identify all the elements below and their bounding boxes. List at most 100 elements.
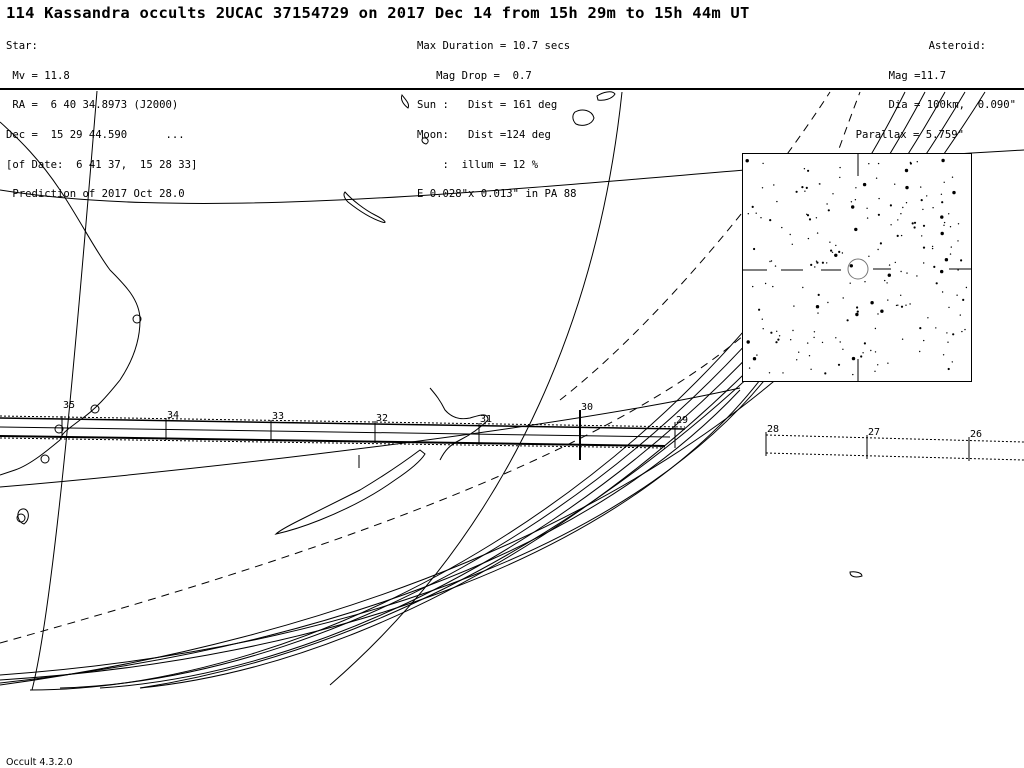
event-info-line: Sun : Dist = 161 deg [417, 99, 558, 112]
field-star [791, 243, 793, 245]
field-star [805, 186, 808, 189]
path-south [0, 435, 666, 447]
island [401, 94, 409, 109]
field-star [768, 372, 771, 374]
field-star [863, 342, 866, 345]
site-marker [132, 314, 142, 324]
field-stars [745, 158, 968, 376]
field-star [762, 162, 764, 165]
field-star [855, 187, 857, 189]
asteroid-info-line: Parallax = 5.759" [855, 128, 964, 141]
field-star [761, 318, 763, 320]
field-star [815, 260, 818, 262]
field-star [901, 338, 904, 340]
header-divider [0, 88, 1024, 90]
field-star [922, 208, 924, 211]
field-star [943, 224, 945, 226]
island [572, 109, 595, 126]
field-star [855, 312, 859, 317]
field-star [890, 224, 892, 226]
field-star [824, 372, 827, 375]
field-star [932, 207, 934, 209]
field-star [943, 181, 945, 183]
field-star [856, 310, 859, 313]
field-star [887, 362, 889, 364]
field-star [900, 294, 902, 296]
site-marker [40, 454, 50, 464]
field-star [762, 328, 764, 330]
field-star [802, 286, 804, 289]
field-star [880, 309, 884, 313]
field-star [951, 176, 954, 178]
field-star [815, 305, 820, 309]
field-star [862, 352, 864, 354]
event-info-line: : illum = 12 % [417, 158, 539, 171]
field-star [856, 306, 859, 309]
field-star [810, 263, 813, 266]
field-star [940, 193, 943, 195]
field-star [776, 330, 778, 332]
field-star [887, 299, 889, 301]
field-star [931, 245, 934, 248]
field-star [900, 213, 902, 215]
limb-arc [0, 329, 831, 686]
field-star [887, 273, 891, 277]
field-star [896, 234, 899, 237]
field-star [935, 282, 938, 285]
star-info-line: Mv = 11.8 [6, 69, 70, 82]
field-star [948, 306, 950, 309]
field-star [862, 182, 867, 187]
meridian-curve [329, 91, 623, 686]
offmap-path-south [765, 452, 1024, 461]
path-north [0, 417, 686, 430]
field-star [829, 241, 831, 243]
field-star [756, 354, 758, 356]
new-zealand-south [274, 449, 426, 535]
field-star [761, 187, 764, 189]
field-star [849, 264, 853, 268]
field-star [942, 354, 945, 356]
field-star [839, 341, 841, 343]
field-star [813, 336, 815, 339]
software-version: Occult 4.3.2.0 [6, 757, 73, 768]
field-star [813, 331, 816, 333]
field-star [846, 319, 849, 322]
field-star [793, 305, 795, 307]
field-star [866, 207, 868, 209]
field-star [775, 341, 778, 344]
field-star [851, 205, 855, 209]
field-star [755, 212, 757, 214]
offmap-path [765, 432, 1024, 461]
field-star [816, 232, 819, 234]
field-star [904, 168, 909, 173]
field-star [745, 159, 749, 163]
field-star [817, 312, 819, 314]
field-star [888, 264, 891, 266]
field-star [877, 162, 880, 165]
field-star [777, 338, 780, 341]
field-star [810, 368, 812, 370]
limb-curve [31, 90, 98, 691]
field-star [922, 246, 926, 249]
event-info-line: Max Duration = 10.7 secs [417, 39, 571, 52]
field-star [941, 291, 944, 293]
field-star [864, 281, 866, 283]
field-star [877, 248, 879, 251]
field-star [961, 330, 963, 333]
australia-coast [0, 121, 141, 476]
crosshair [743, 154, 971, 381]
coastlines [0, 91, 863, 578]
field-star [808, 355, 811, 357]
star-info-line: Star: [6, 39, 38, 52]
new-zealand-north [429, 387, 489, 461]
field-star [900, 305, 904, 308]
field-star [913, 221, 917, 224]
field-star [860, 355, 863, 358]
field-star [877, 364, 879, 366]
field-star [778, 335, 781, 337]
field-star [940, 269, 944, 274]
sigma-line [0, 91, 861, 644]
island [849, 571, 863, 578]
field-star [807, 342, 809, 344]
